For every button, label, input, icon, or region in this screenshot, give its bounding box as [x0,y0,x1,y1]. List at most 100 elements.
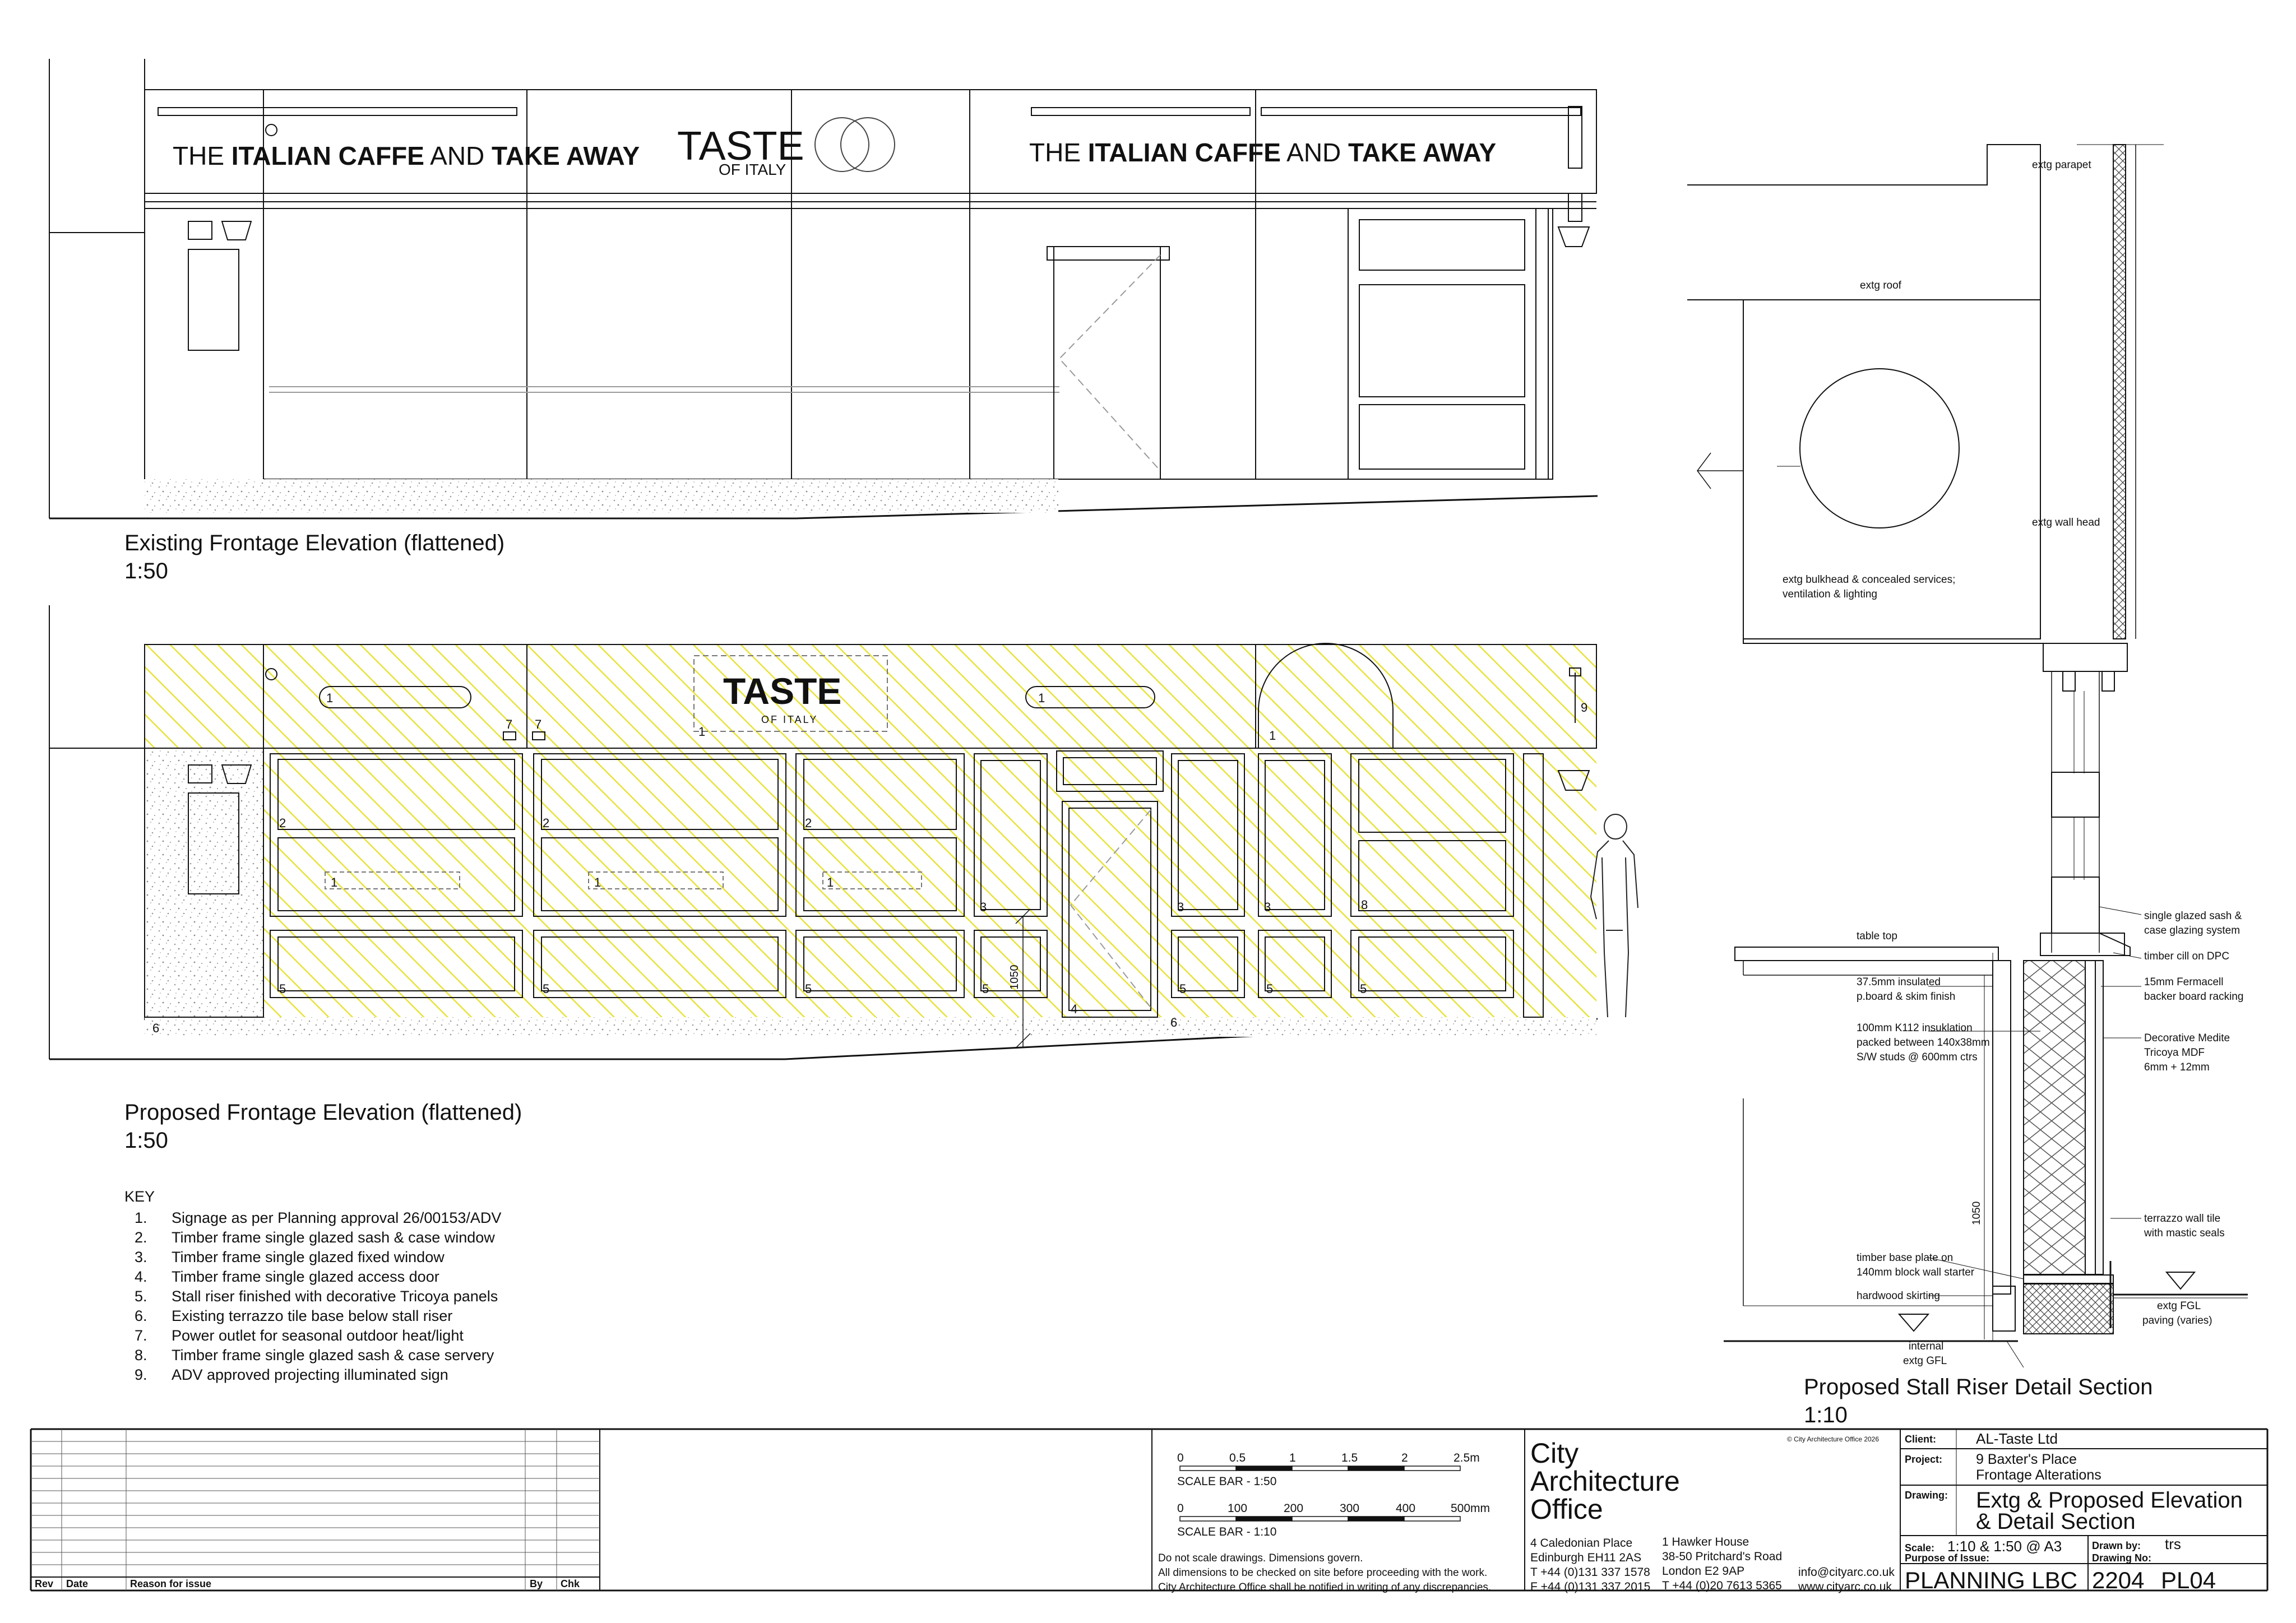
fermacell-layer [2085,960,2096,1275]
riser-g-in [1358,936,1506,991]
bar10-caption: SCALE BAR - 1:10 [1177,1525,1276,1538]
purpose-value: PLANNING LBC [1905,1567,2077,1593]
bay-b-riser [533,930,786,998]
tag-5: 5 [1179,982,1186,996]
prop-left-noticeboard [188,792,239,894]
tag-5: 5 [279,982,286,996]
label-medite-1: Decorative Medite [2144,1032,2230,1044]
client-label: Client: [1905,1434,1936,1445]
scale-value: 1:10 & 1:50 @ A3 [1947,1538,2062,1555]
bay-b-bot [541,837,779,911]
label-bulkhead-1: extg bulkhead & concealed services; [1783,574,1955,586]
riser-dim-tick-top [1015,908,1031,924]
prop-fascia [144,644,1597,749]
label-bulkhead-2: ventilation & lighting [1783,588,1877,600]
existing-elevation-scale: 1:50 [124,559,168,583]
scale-bar-1-10 [1179,1516,1461,1522]
key-item-num: 1. [135,1209,147,1226]
ventilation-duct [1799,368,1960,528]
label-terrazzo-2: with mastic seals [2144,1227,2225,1239]
rev-col-chk: Chk [561,1578,580,1589]
existing-signage-left: THE ITALIAN CAFFE AND TAKE AWAY [173,141,640,170]
bar50-tick: 1.5 [1341,1452,1358,1464]
prop-left-plaque [188,764,212,783]
riser-height-dimension: 1050 [1008,965,1021,990]
scale-figure [1590,814,1638,1018]
project-value-2: Frontage Alterations [1976,1467,2101,1483]
sign-strip-right-b [1261,107,1581,116]
key-item-num: 4. [135,1268,147,1285]
office-edinburgh: T +44 (0)131 337 1578 [1530,1566,1650,1579]
power-outlet-1 [503,731,516,740]
key-item-num: 2. [135,1229,147,1246]
drawing-no-value: 2204 [2092,1567,2144,1593]
key-item-text: Timber frame single glazed sash & case w… [172,1229,495,1246]
label-skirting: hardwood skirting [1857,1290,1940,1302]
bay-b-riser-in [541,936,779,991]
servery-prop-frame [1350,753,1514,917]
drawing-title-2: & Detail Section [1976,1509,2136,1534]
bar10-tick: 500mm [1451,1502,1490,1515]
prop-terrazzo-base [145,1017,1596,1037]
door-fanlight [1056,750,1164,792]
prop-logo-main: TASTE [723,670,841,712]
bay-c-bot [803,837,957,911]
bay-a-bot [277,837,515,911]
tag-5: 5 [982,982,989,996]
label-baseplate-1: timber base plate on [1857,1252,1953,1264]
office-edinburgh: Edinburgh EH11 2AS [1530,1551,1641,1564]
riser-f-in [1265,936,1325,991]
riser-dim-tick-bot [1015,1033,1031,1049]
rev-col-by: By [530,1578,543,1589]
existing-logo-sub: OF ITALY [719,161,786,178]
tag-3: 3 [1264,900,1271,914]
purpose-label: Purpose of Issue: [1905,1552,1989,1564]
riser-d-in [980,936,1041,991]
door-fanlight-in [1063,757,1157,785]
detail-section-title: Proposed Stall Riser Detail Section [1804,1375,2153,1399]
tag-4: 4 [1071,1002,1077,1016]
tag-1: 1 [331,875,337,889]
key-item-text: Existing terrazzo tile base below stall … [172,1307,452,1324]
label-medite-3: 6mm + 12mm [2144,1061,2210,1073]
fixed-window-a [974,753,1048,917]
drawing-no-label: Drawing No: [2092,1552,2151,1564]
sign-strip-left [158,107,517,116]
leader-lines [1928,906,2142,1296]
revision-table [31,1429,600,1590]
key-item-text: ADV approved projecting illuminated sign [172,1366,448,1383]
bar50-tick: 0 [1177,1452,1184,1464]
label-glazing-2: case glazing system [2144,925,2240,936]
copyright: © City Architecture Office 2026 [1787,1435,1879,1443]
note-line: All dimensions to be checked on site bef… [1158,1567,1487,1579]
label-gfl-2: extg GFL [1903,1355,1947,1367]
tag-3: 3 [1177,900,1184,914]
existing-signage-right: THE ITALIAN CAFFE AND TAKE AWAY [1029,138,1496,167]
block-starter [2023,1283,2114,1334]
tag-3: 3 [980,900,987,914]
office-edinburgh: F +44 (0)131 337 2015 [1530,1580,1650,1593]
riser-f [1258,930,1332,998]
left-plaque-1 [188,221,212,240]
bar10-tick: 0 [1177,1502,1184,1515]
rev-col-reason: Reason for issue [130,1578,211,1589]
timber-cill [2040,933,2125,956]
label-insul-2: packed between 140x38mm [1857,1037,1990,1049]
detail-section [1687,144,2248,1368]
tag-1: 1 [698,725,705,739]
label-table-top: table top [1857,930,1897,942]
proposed-elevation-title: Proposed Frontage Elevation (flattened) [124,1100,522,1125]
sash-stile-b [2101,671,2115,692]
prop-door-swing [1070,809,1151,1008]
bar10-tick: 300 [1340,1502,1359,1515]
prop-terrazzo-panel [144,748,264,1018]
rev-col-date: Date [66,1578,88,1589]
bay-b-frame [533,753,786,917]
tag-2: 2 [543,816,549,830]
key-item-text: Stall riser finished with decorative Tri… [172,1288,498,1305]
scale-bar-1-50 [1179,1466,1461,1471]
rev-col-rev: Rev [35,1578,53,1589]
project-value-1: 9 Baxter's Place [1976,1452,2077,1467]
title-block-frame [30,1428,2269,1592]
power-outlet-2 [532,731,545,740]
